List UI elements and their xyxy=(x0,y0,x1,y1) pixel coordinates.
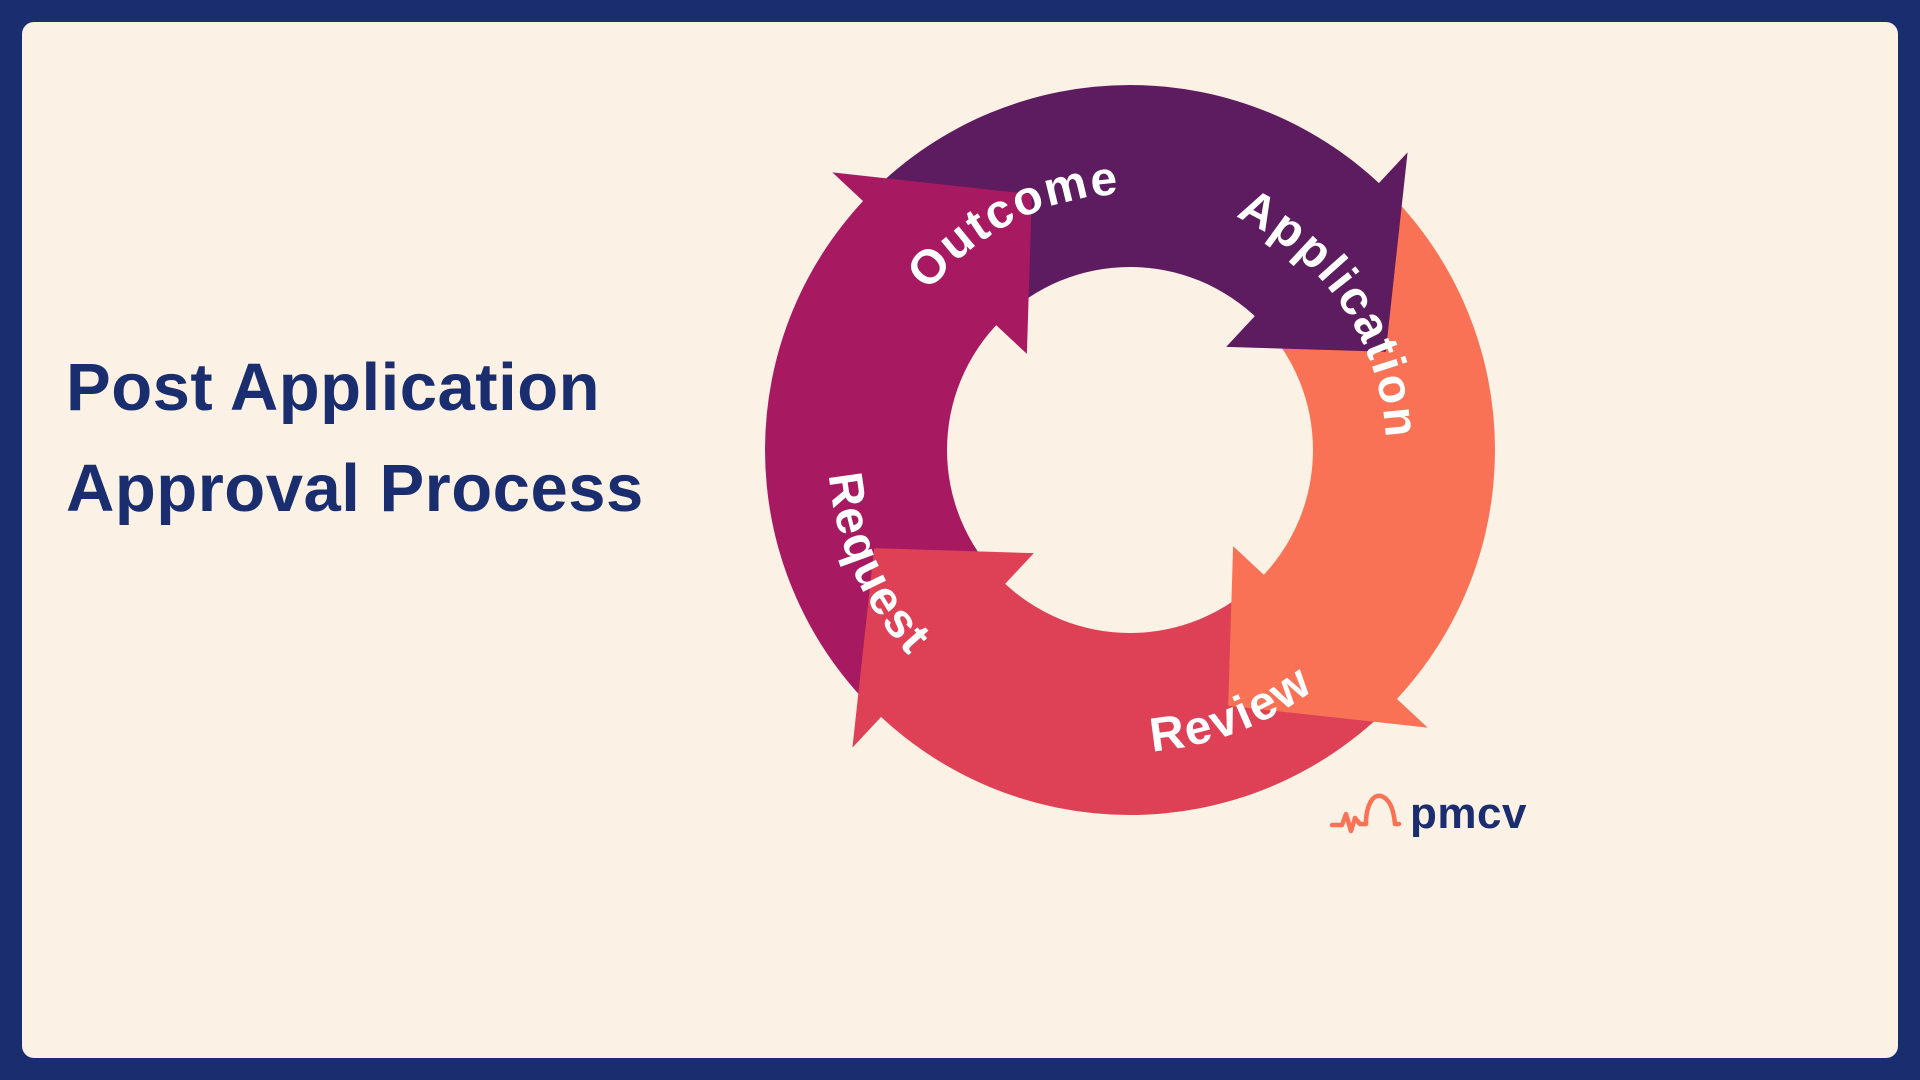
page-title: Post Application Approval Process xyxy=(66,338,644,539)
pmcv-logo-text: pmcv xyxy=(1410,789,1527,838)
canvas xyxy=(22,22,1898,1058)
title-line-1: Post Application xyxy=(66,350,601,425)
pmcv-logo: pmcv xyxy=(1328,782,1527,838)
title-line-2: Approval Process xyxy=(66,450,644,526)
heartbeat-icon-path xyxy=(1329,793,1402,834)
heartbeat-icon xyxy=(1329,793,1402,834)
